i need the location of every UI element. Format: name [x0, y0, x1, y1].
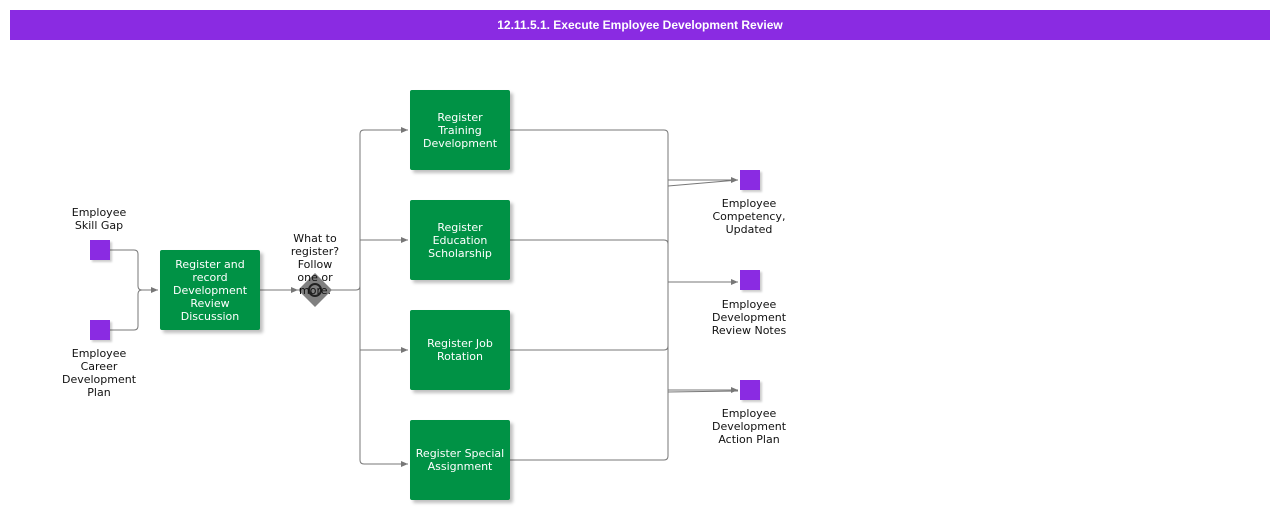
label-review-notes: Employee Development Review Notes	[711, 298, 787, 337]
label-skill-gap: Employee Skill Gap	[71, 206, 127, 232]
task-special-assignment: Register Special Assignment	[410, 420, 510, 500]
data-object-review-notes	[740, 270, 760, 290]
label-competency: Employee Competency, Updated	[712, 197, 786, 236]
label-action-plan: Employee Development Action Plan	[711, 407, 787, 446]
connector-training-out	[510, 129, 669, 461]
task-education-label: Register Education Scholarship	[428, 220, 492, 260]
diagram-title: 12.11.5.1. Execute Employee Development …	[10, 10, 1270, 40]
gateway-label: What to register? Follow one or more.	[290, 232, 340, 297]
connector-career-plan	[110, 289, 143, 331]
data-object-skill-gap	[90, 240, 110, 260]
inclusive-gateway-icon	[298, 273, 332, 307]
task-special-assignment-label: Register Special Assignment	[415, 447, 505, 473]
task-record-review-label: Register and record Development Review D…	[172, 257, 248, 323]
data-object-competency	[740, 170, 760, 190]
task-record-review: Register and record Development Review D…	[160, 250, 260, 330]
task-training: Register Training Development	[410, 90, 510, 170]
task-job-rotation-label: Register Job Rotation	[427, 337, 493, 363]
label-career-plan: Employee Career Development Plan	[61, 347, 137, 399]
task-training-label: Register Training Development	[422, 110, 498, 150]
data-object-career-plan	[90, 320, 110, 340]
connector-gateway-branches	[330, 127, 408, 291]
task-education: Register Education Scholarship	[410, 200, 510, 280]
connector-skill-gap	[110, 249, 158, 293]
task-job-rotation: Register Job Rotation	[410, 310, 510, 390]
data-object-action-plan	[740, 380, 760, 400]
